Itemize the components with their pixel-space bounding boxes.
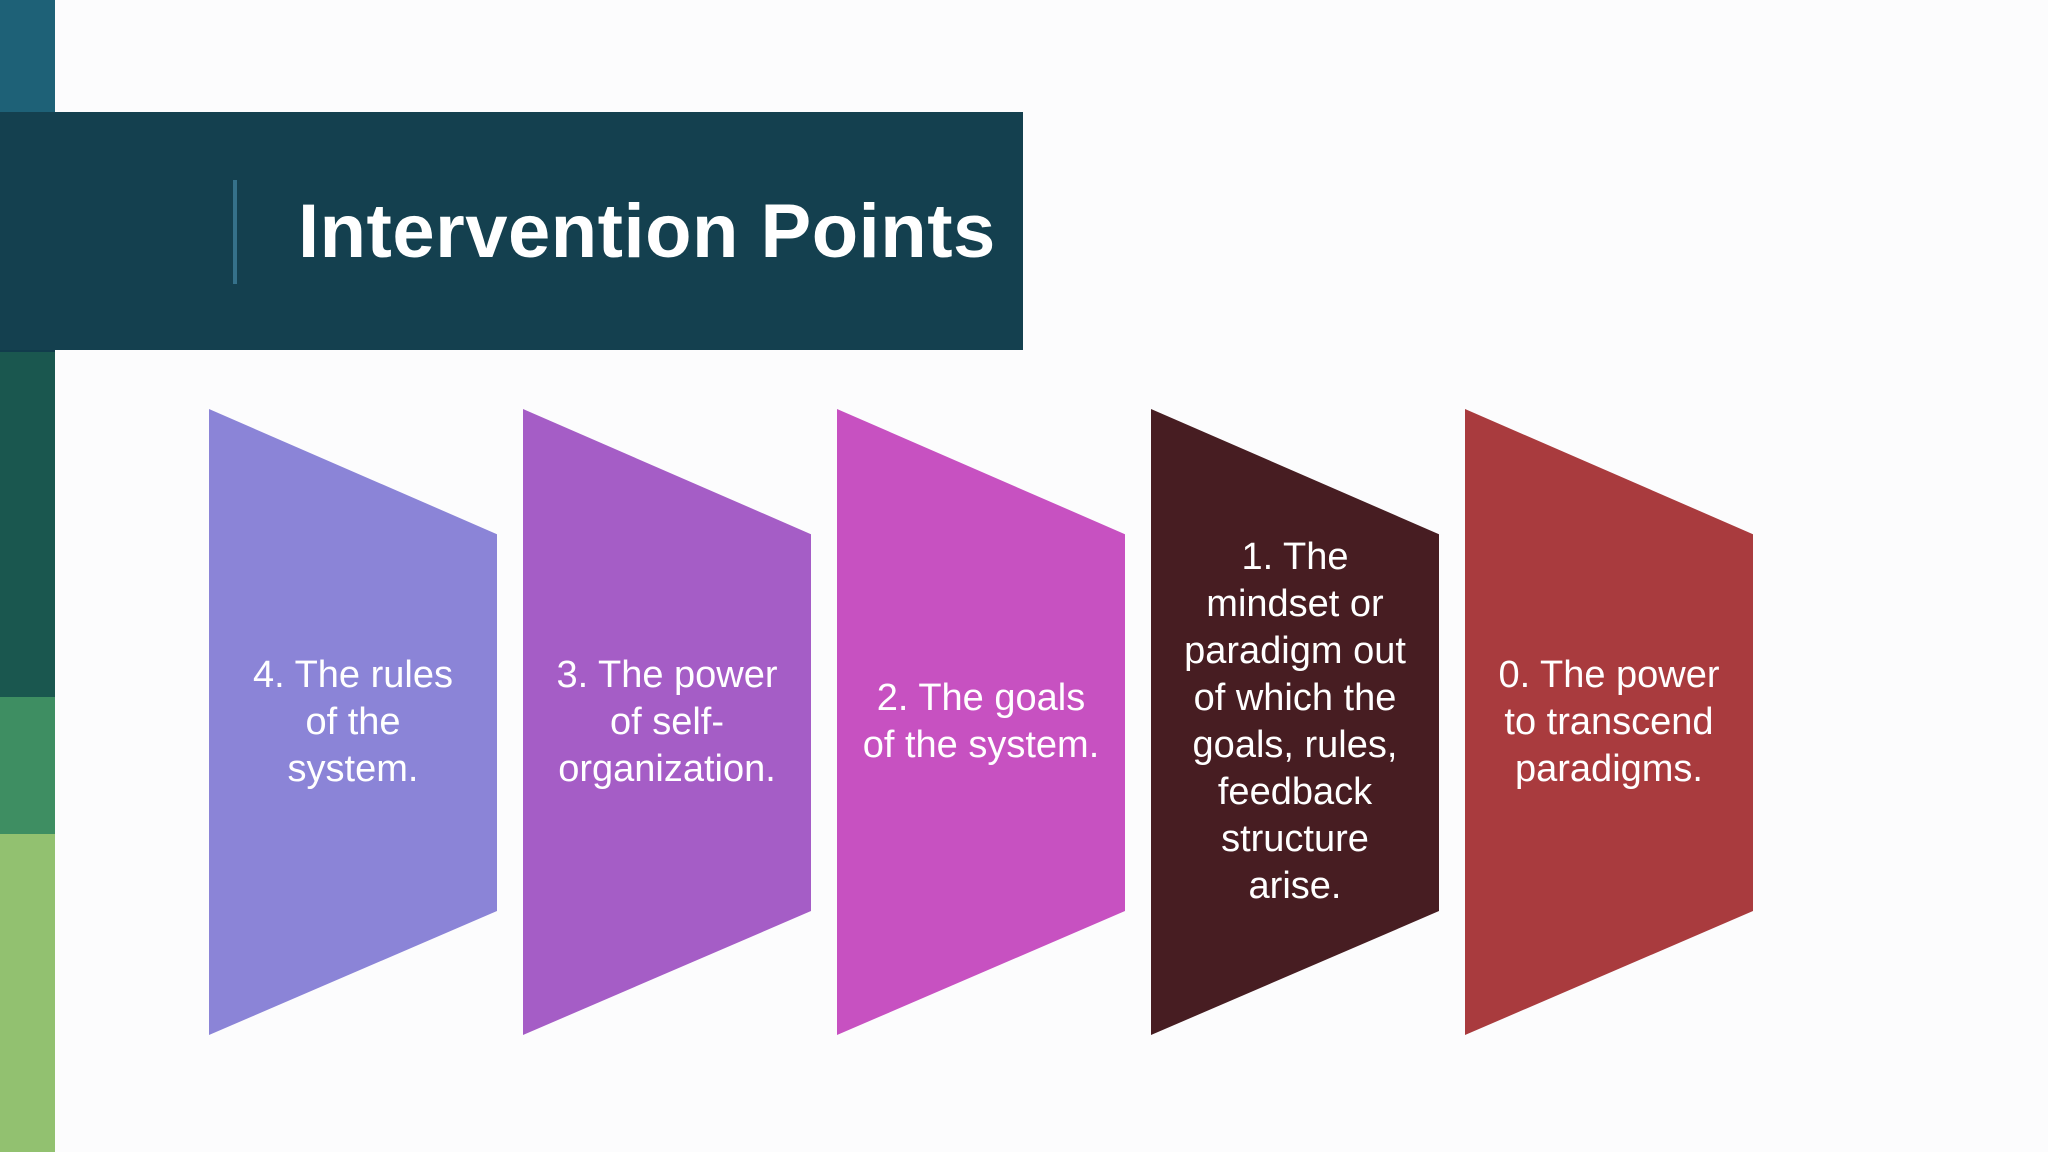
- step-1-label: 1. The mindset or paradigm out of which …: [1184, 536, 1406, 907]
- sidebar-segment-light-green: [0, 834, 55, 1152]
- step-0-label: 0. The power to transcend paradigms.: [1498, 653, 1720, 790]
- step-3-power-of-self-organization: 3. The power of self- organization.: [523, 409, 811, 1035]
- step-0-transcend-paradigms: 0. The power to transcend paradigms.: [1465, 409, 1753, 1035]
- title-accent-line: [233, 180, 237, 284]
- step-2-label: 2. The goals of the system.: [862, 677, 1100, 766]
- step-3-label: 3. The power of self- organization.: [556, 653, 778, 790]
- step-1-mindset-or-paradigm: 1. The mindset or paradigm out of which …: [1151, 409, 1439, 1035]
- step-4-label: 4. The rules of the system.: [253, 653, 453, 790]
- slide-title: Intervention Points: [298, 188, 996, 274]
- step-4-rules-of-system: 4. The rules of the system.: [209, 409, 497, 1035]
- step-2-goals-of-system: 2. The goals of the system.: [837, 409, 1125, 1035]
- sidebar-segment-green: [0, 697, 55, 834]
- title-banner: Intervention Points: [0, 112, 1023, 350]
- sidebar-segment-dark-green: [0, 352, 55, 697]
- sidebar-segment-teal: [0, 0, 55, 112]
